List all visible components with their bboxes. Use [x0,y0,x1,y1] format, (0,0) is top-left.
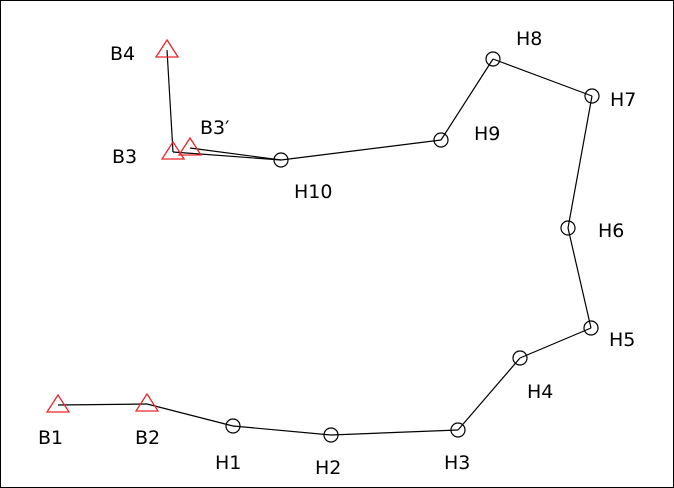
label-B3: B3 [112,146,137,168]
point-labels: B1 B2 B3 B3′ B4 H1 H2 H3 H4 H5 H6 H7 H8 … [38,28,636,479]
label-H4: H4 [527,381,553,403]
benchmark-B1-triangle-icon [45,393,71,413]
label-B2: B2 [135,427,160,449]
label-H1: H1 [215,452,241,474]
station-H7-circle-icon [584,88,600,104]
benchmark-B3-triangle-icon [160,140,186,160]
benchmark-B3p-triangle-icon [177,136,203,156]
traverse-line-H4-H5 [519,327,592,359]
label-H3: H3 [444,452,470,474]
benchmark-B4-triangle-icon [154,38,180,58]
label-H10: H10 [294,181,332,203]
label-H7: H7 [610,89,636,111]
station-H4-circle-icon [512,350,528,366]
traverse-line-B2-H1 [146,403,234,427]
traverse-line-H10-B3p [189,147,282,161]
traverse-line-B1-B2 [57,403,148,406]
label-H9: H9 [474,123,500,145]
station-H2-circle-icon [323,427,339,443]
traverse-line-H3-H4 [457,357,521,431]
traverse-line-H1-H2 [232,425,332,436]
traverse-line-H2-H3 [330,429,459,436]
label-B4: B4 [110,43,135,65]
traverse-line-H10-B3 [172,151,282,161]
point-markers [45,38,600,443]
station-H9-circle-icon [433,132,449,148]
traverse-line-H5-H6 [567,227,592,329]
station-H1-circle-icon [225,418,241,434]
label-B1: B1 [38,427,63,449]
traverse-line-H9-H10 [280,139,442,161]
station-H8-circle-icon [485,51,501,67]
benchmark-B2-triangle-icon [134,392,160,412]
label-H2: H2 [315,457,341,479]
label-B3-prime: B3′ [200,117,229,139]
label-H5: H5 [609,329,635,351]
traverse-line-H6-H7 [567,95,593,229]
traverse-line-B3-B4 [166,49,174,153]
station-H6-circle-icon [560,220,576,236]
label-H6: H6 [598,220,624,242]
station-H3-circle-icon [450,422,466,438]
station-H10-circle-icon [273,152,289,168]
traverse-lines [57,49,593,436]
traverse-line-H8-H9 [440,58,494,141]
station-H5-circle-icon [583,320,599,336]
traverse-line-H7-H8 [492,58,593,97]
label-H8: H8 [516,28,542,50]
